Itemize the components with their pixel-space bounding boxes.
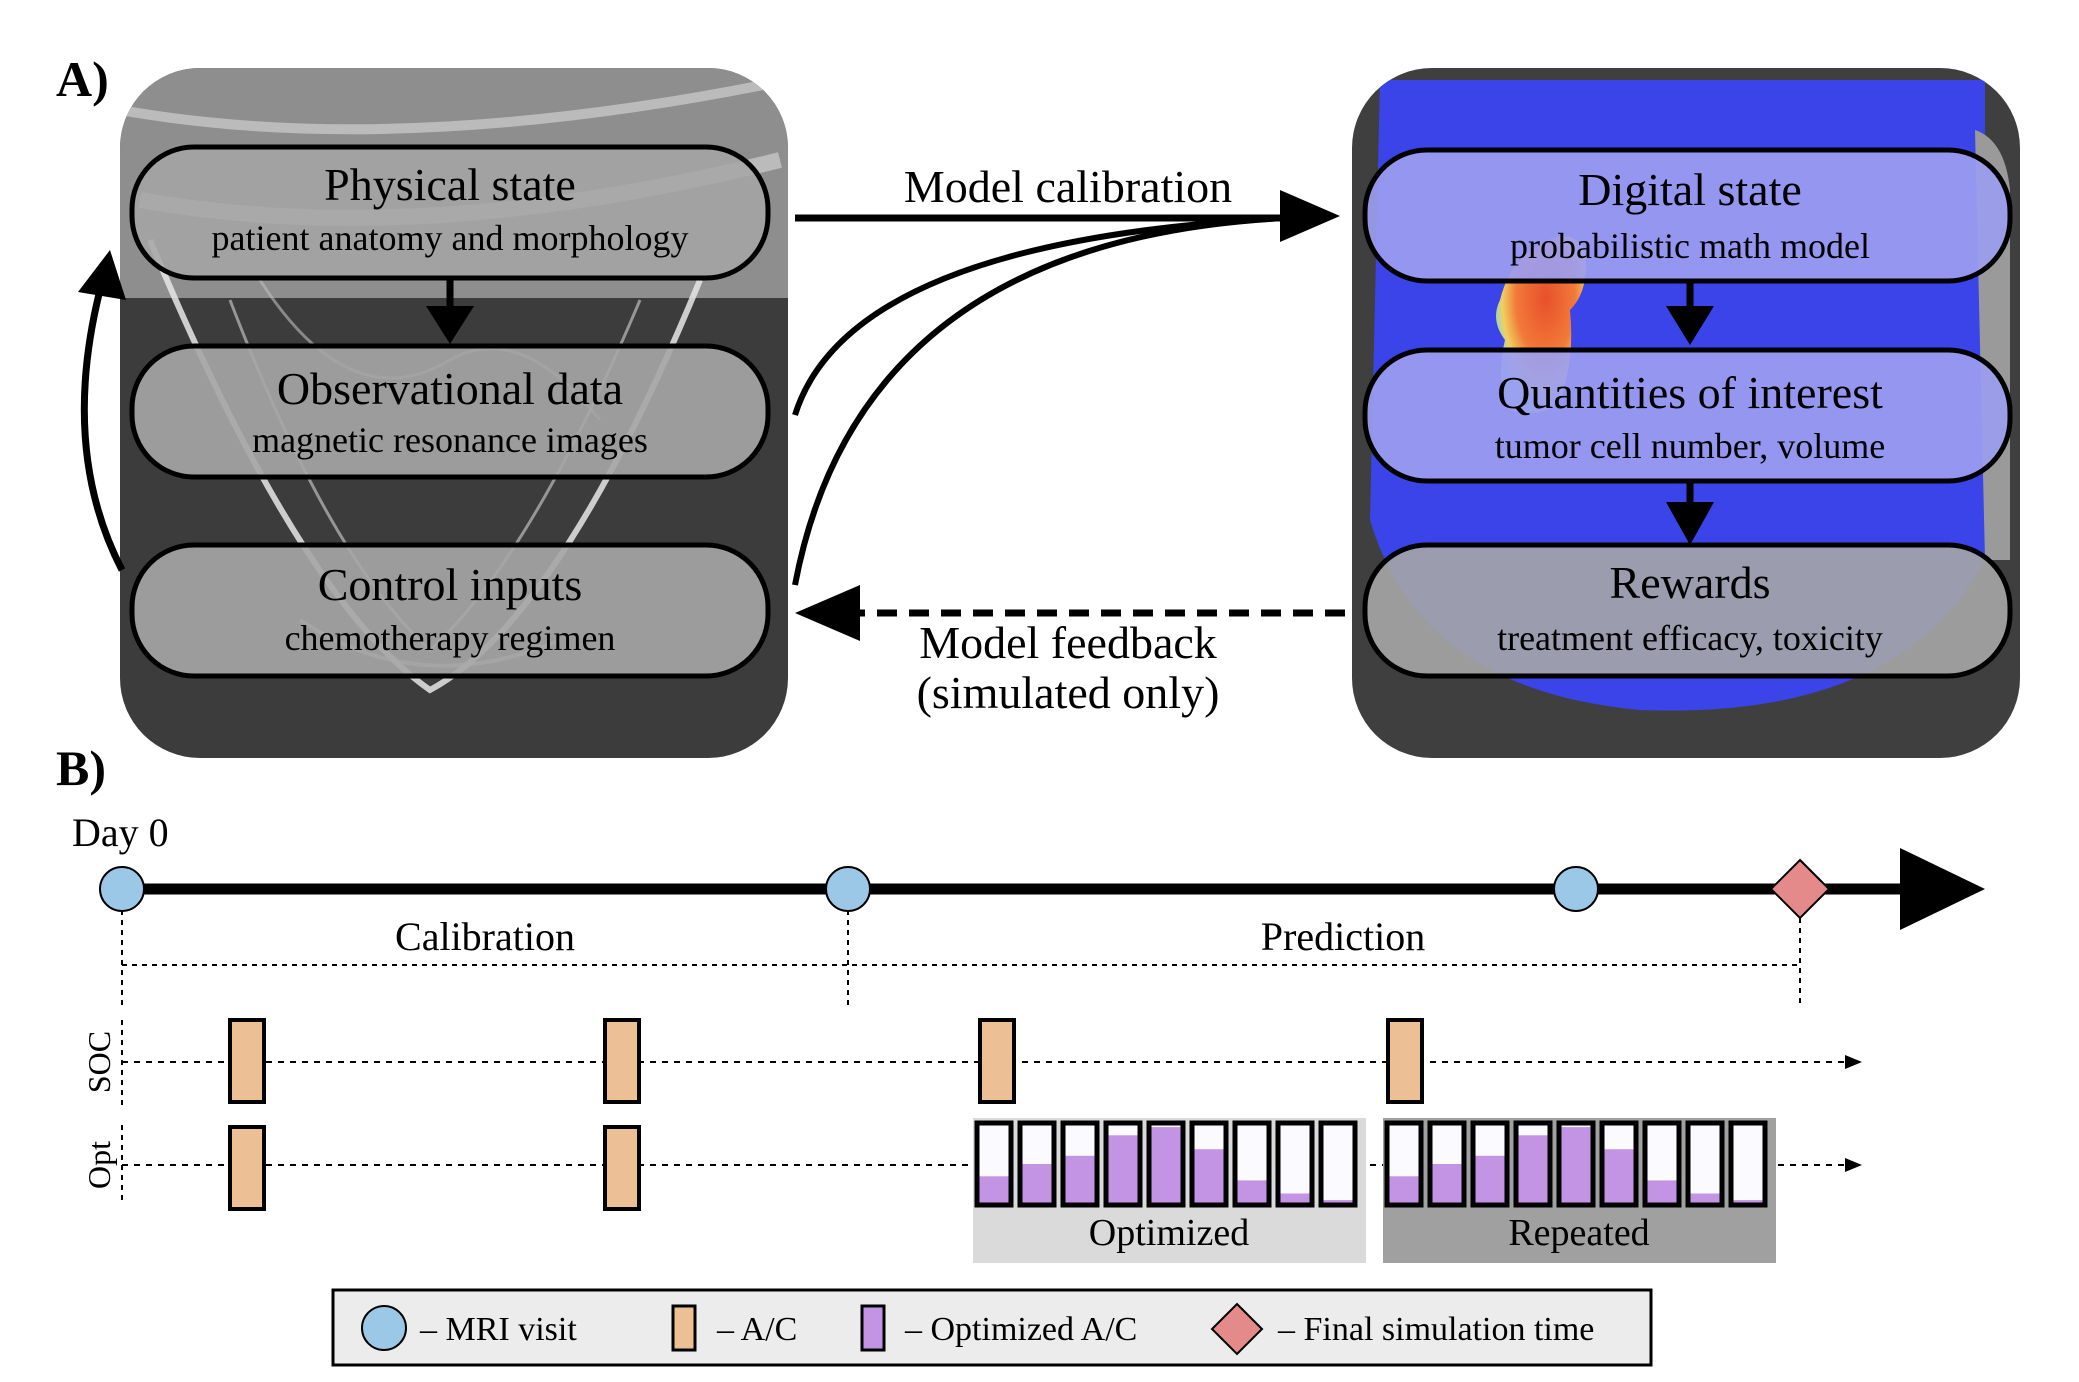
- model-feedback-sublabel: (simulated only): [917, 667, 1220, 718]
- repeated-dose-border: [1685, 1120, 1725, 1208]
- legend-opt-ac-icon: [860, 1304, 886, 1352]
- phase-spans: [121, 910, 1801, 1005]
- repeated-dose-fill: [1516, 1135, 1550, 1205]
- repeated-dose-border: [1556, 1120, 1596, 1208]
- ac-dose-opt: [228, 1125, 266, 1211]
- legend-ac-icon: [671, 1304, 697, 1352]
- legend-ac-label: – A/C: [716, 1311, 797, 1348]
- quantities-subtitle: tumor cell number, volume: [1495, 426, 1885, 466]
- repeated-dose-border: [1470, 1120, 1510, 1208]
- observational-data-title: Observational data: [277, 363, 623, 414]
- repeated-dose-border: [1513, 1120, 1553, 1208]
- repeated-dose-border: [1599, 1120, 1639, 1208]
- calibration-label: Calibration: [395, 914, 575, 959]
- ac-dose-soc: [603, 1018, 641, 1104]
- digital-state-subtitle: probabilistic math model: [1510, 226, 1870, 266]
- digital-arrows: [1666, 281, 1714, 545]
- ac-dose-soc: [978, 1018, 1016, 1104]
- ac-dose-soc: [1386, 1018, 1424, 1104]
- optimized-dose-frame: [1278, 1123, 1312, 1205]
- optimized-dose-frame: [1321, 1123, 1355, 1205]
- optimized-dose-fill: [1020, 1164, 1054, 1205]
- timeline: [122, 848, 1985, 930]
- model-feedback-arrow: [795, 585, 1345, 641]
- optimized-dose-border: [1146, 1120, 1186, 1208]
- optimized-dose-border: [1060, 1120, 1100, 1208]
- row-label-opt: Opt: [81, 1141, 117, 1189]
- repeated-label: Repeated: [1508, 1212, 1649, 1254]
- digital-box-rewards: Rewards treatment efficacy, toxicity: [1362, 542, 2013, 679]
- optimized-label: Optimized: [1089, 1212, 1249, 1254]
- digital-box-digital-state: Digital state probabilistic math model: [1362, 147, 2013, 284]
- physical-box-physical-state: Physical state patient anatomy and morph…: [129, 144, 771, 281]
- control-inputs-title: Control inputs: [318, 559, 583, 610]
- repeated-dose-fill: [1387, 1176, 1421, 1205]
- legend: – MRI visit – A/C – Optimized A/C – Fina…: [331, 1288, 1653, 1367]
- optimized-dose-fill: [1063, 1155, 1097, 1205]
- repeated-dose-fill: [1473, 1155, 1507, 1205]
- optimized-dose-border: [1232, 1120, 1272, 1208]
- repeated-dose-border: [1427, 1120, 1467, 1208]
- legend-final-icon: [1210, 1302, 1264, 1356]
- legend-final-label: – Final simulation time: [1277, 1311, 1594, 1348]
- digital-state-title: Digital state: [1578, 164, 1802, 215]
- model-calibration-arrows: [792, 190, 1340, 586]
- ac-dose-soc: [228, 1018, 266, 1104]
- optimized-dose-border: [1103, 1120, 1143, 1208]
- repeated-dose-border: [1728, 1120, 1768, 1208]
- optimized-dose-fill: [977, 1176, 1011, 1205]
- mri-visit-marker: [1553, 866, 1599, 912]
- prediction-label: Prediction: [1261, 914, 1425, 959]
- optimized-dose-border: [1017, 1120, 1057, 1208]
- repeated-dose-border: [1384, 1120, 1424, 1208]
- rewards-subtitle: treatment efficacy, toxicity: [1497, 618, 1883, 658]
- optimized-dose-fill: [1106, 1135, 1140, 1205]
- physical-state-title: Physical state: [324, 159, 576, 210]
- mri-visit-marker: [825, 866, 871, 912]
- repeated-dose-fill: [1602, 1149, 1636, 1205]
- legend-mri-label: – MRI visit: [419, 1311, 577, 1348]
- repeated-dose-fill: [1645, 1180, 1679, 1205]
- mri-visit-marker: [99, 866, 145, 912]
- optimized-dose-border: [1318, 1120, 1358, 1208]
- optimized-doses: [974, 1120, 1358, 1208]
- repeated-dose-fill: [1430, 1164, 1464, 1205]
- repeated-dose-frame: [1688, 1123, 1722, 1205]
- observational-data-subtitle: magnetic resonance images: [252, 420, 648, 460]
- optimized-dose-border: [1275, 1120, 1315, 1208]
- optimized-dose-border: [1189, 1120, 1229, 1208]
- model-calibration-label: Model calibration: [904, 161, 1232, 212]
- repeated-dose-frame: [1731, 1123, 1765, 1205]
- optimized-dose-fill: [1235, 1180, 1269, 1205]
- control-inputs-subtitle: chemotherapy regimen: [285, 618, 616, 658]
- physical-box-control-inputs: Control inputs chemotherapy regimen: [129, 542, 771, 679]
- optimized-dose-fill: [1278, 1193, 1312, 1205]
- panel-b-label: B): [56, 740, 106, 796]
- optimized-dose-fill: [1149, 1127, 1183, 1205]
- final-simulation-marker: [1769, 858, 1831, 920]
- row-label-soc: SOC: [81, 1031, 117, 1093]
- physical-box-observational-data: Observational data magnetic resonance im…: [129, 343, 771, 480]
- legend-opt-ac-label: – Optimized A/C: [904, 1311, 1137, 1348]
- day0-label: Day 0: [72, 810, 169, 855]
- physical-arrows: [78, 250, 474, 572]
- row-axes: [121, 1020, 1862, 1205]
- rewards-title: Rewards: [1610, 557, 1771, 608]
- repeated-doses: [1384, 1120, 1768, 1208]
- repeated-dose-border: [1642, 1120, 1682, 1208]
- panel-a-label: A): [56, 51, 109, 107]
- optimized-dose-fill: [1192, 1149, 1226, 1205]
- repeated-dose-fill: [1688, 1193, 1722, 1205]
- legend-mri-icon: [361, 1305, 407, 1351]
- ac-dose-opt: [603, 1125, 641, 1211]
- optimized-dose-border: [974, 1120, 1014, 1208]
- repeated-dose-fill: [1559, 1127, 1593, 1205]
- physical-state-subtitle: patient anatomy and morphology: [212, 218, 689, 258]
- model-feedback-label: Model feedback: [919, 617, 1217, 668]
- digital-box-quantities-of-interest: Quantities of interest tumor cell number…: [1362, 347, 2013, 484]
- quantities-title: Quantities of interest: [1497, 367, 1883, 418]
